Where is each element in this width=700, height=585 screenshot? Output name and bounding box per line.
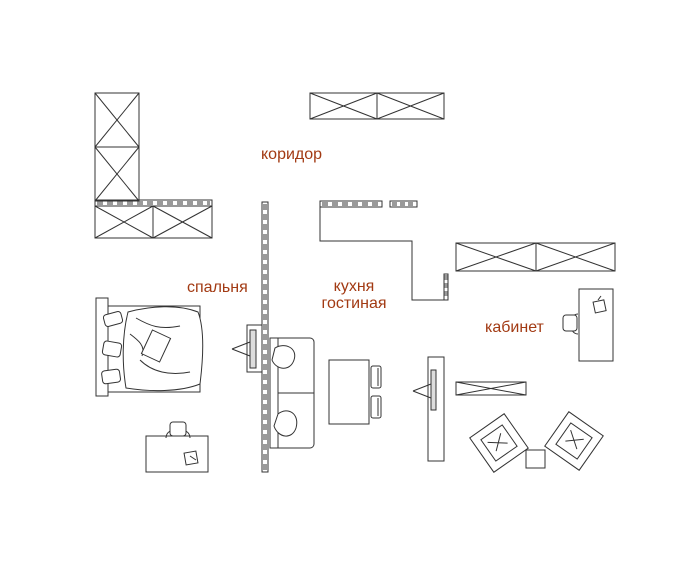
living-tv-stand [412,356,445,462]
bed [95,297,204,397]
corridor-cabinet [309,92,445,120]
room-label-bedroom: спальня [187,279,248,296]
armchair-right [544,411,604,471]
room-label-kitchen-line1: кухня [333,278,375,295]
coffee-table [525,449,546,469]
wardrobe-horizontal [94,205,213,239]
walls [94,199,449,473]
office-cabinet [455,242,616,272]
room-label-corridor: коридор [261,146,323,163]
sofa [269,337,315,449]
bedroom-tv [231,324,263,373]
dining-table [328,359,382,425]
office-desk [562,288,614,362]
wardrobe-vertical [94,92,140,202]
room-label-office: кабинет [485,319,544,336]
living-cabinet [455,381,527,396]
bedroom-desk [145,421,209,473]
room-label-kitchen-line2: гостиная [321,295,387,312]
room-label-kitchen: кухня гостиная [318,278,390,312]
armchair-left [469,413,529,473]
